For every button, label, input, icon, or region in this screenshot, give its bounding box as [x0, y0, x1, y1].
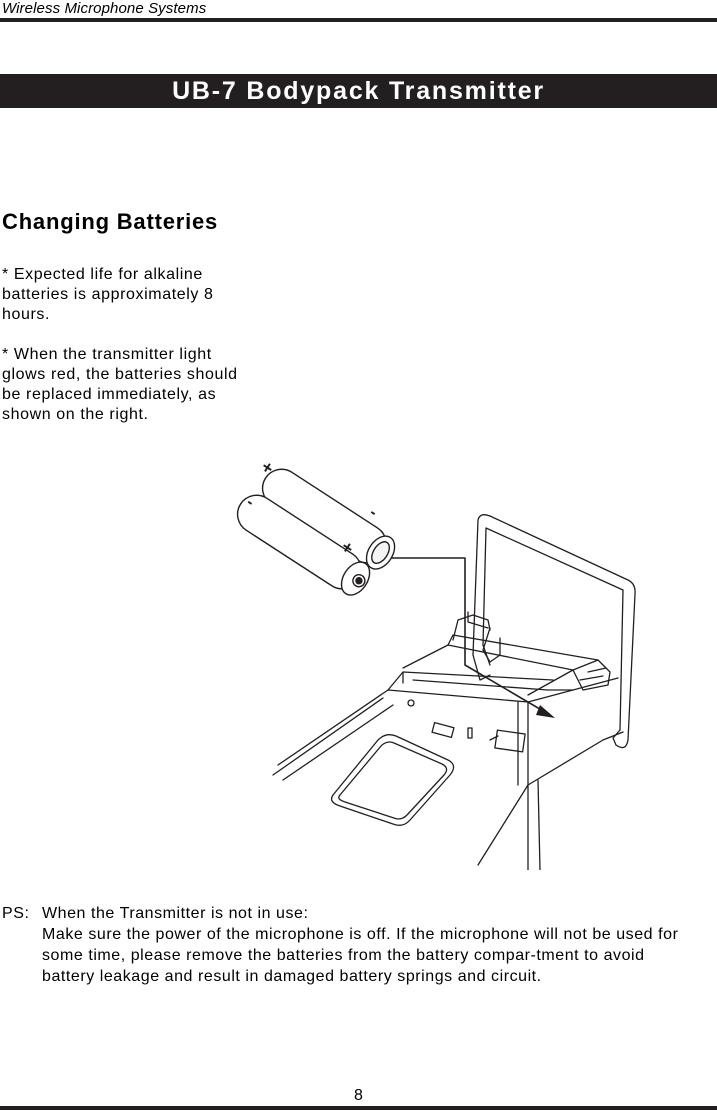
ps-heading: When the Transmitter is not in use:	[42, 905, 309, 922]
section-heading: Changing Batteries	[2, 209, 219, 234]
ps-label: PS:	[2, 905, 30, 922]
page-number: 8	[354, 1087, 363, 1104]
battery-compartment	[402, 611, 611, 696]
footer-rule	[0, 1106, 717, 1110]
running-header: Wireless Microphone Systems	[2, 0, 207, 17]
replace-batteries-note: * When the transmitter light glows red, …	[2, 346, 238, 423]
ps-body: Make sure the power of the microphone is…	[42, 926, 679, 985]
header-rule	[0, 18, 717, 22]
battery-top-minus-label: -	[366, 504, 380, 521]
insertion-arrow-line	[377, 557, 551, 716]
battery-cover	[472, 514, 636, 749]
title-bar: UB-7 Bodypack Transmitter	[0, 74, 717, 108]
battery-bottom	[236, 494, 371, 596]
cover-clip	[482, 627, 501, 663]
page-title: UB-7 Bodypack Transmitter	[172, 76, 545, 105]
insertion-arrow-head	[536, 705, 555, 718]
transmitter-body	[272, 671, 624, 870]
transmitter-pad	[330, 734, 455, 826]
battery-replacement-illustration: + - - +	[236, 456, 636, 870]
ps-note: PS: When the Transmitter is not in use: …	[2, 903, 702, 987]
battery-life-note: * Expected life for alkaline batteries i…	[2, 266, 214, 323]
